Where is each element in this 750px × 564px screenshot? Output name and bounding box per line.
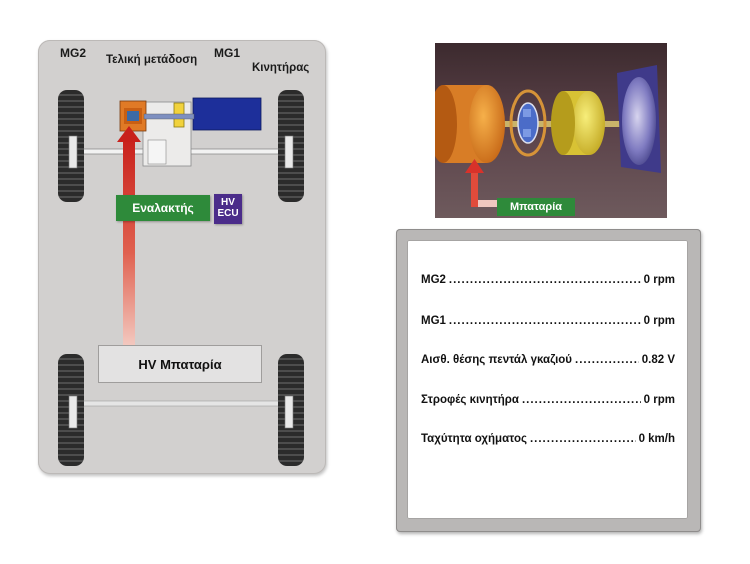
- engine-block: [192, 97, 262, 131]
- leader-dots: [530, 433, 636, 445]
- readout-label: Ταχύτητα οχήματος: [421, 433, 527, 445]
- readout-label: MG2: [421, 274, 446, 286]
- readout-row-mg1: MG1 0 rpm: [421, 315, 675, 331]
- power-flow-arrow-shaft: [123, 138, 135, 346]
- leader-dots: [449, 274, 641, 286]
- hv-ecu-box: HV ECU: [214, 194, 242, 224]
- rear-axle: [65, 400, 299, 407]
- readout-list: MG2 0 rpm MG1 0 rpm Αισθ. θέσης πεντάλ γ…: [407, 240, 688, 519]
- readout-value: 0.82 V: [641, 354, 675, 366]
- power-flow-arrow-head: [117, 126, 141, 142]
- leader-dots: [575, 354, 639, 366]
- readout-row-mg2: MG2 0 rpm: [421, 274, 675, 290]
- readout-value: 0 rpm: [643, 274, 675, 286]
- engine-label: Κινητήρας: [252, 62, 310, 74]
- readout-value: 0 rpm: [643, 315, 675, 327]
- wheel-front-left: [58, 90, 84, 202]
- mg2-label: MG2: [60, 46, 87, 60]
- wheel-rear-left: [58, 354, 84, 466]
- battery-label: Μπαταρία: [497, 198, 575, 216]
- battery-arrow-shaft: [471, 169, 478, 207]
- readout-row-vehicle-speed: Ταχύτητα οχήματος 0 km/h: [421, 433, 675, 449]
- battery-arrow-head: [465, 159, 484, 173]
- readout-panel: MG2 0 rpm MG1 0 rpm Αισθ. θέσης πεντάλ γ…: [396, 229, 701, 532]
- readout-label: MG1: [421, 315, 446, 327]
- hv-battery-box: HV Μπαταρία: [98, 345, 262, 383]
- motor-generator-image: Μπαταρία: [435, 43, 667, 218]
- readout-value: 0 km/h: [638, 433, 675, 445]
- final-drive-label: Τελική μετάδοση: [106, 54, 198, 66]
- chassis-diagram-panel: MG2 Τελική μετάδοση MG1 Κινητήρας Εναλακ…: [38, 40, 326, 474]
- leader-dots: [522, 394, 641, 406]
- wheel-rear-right: [278, 354, 304, 466]
- readout-label: Στροφές κινητήρα: [421, 394, 519, 406]
- readout-row-engine-speed: Στροφές κινητήρα 0 rpm: [421, 394, 675, 410]
- mg1-label: MG1: [214, 46, 241, 60]
- differential: [147, 139, 167, 165]
- ecu-label-line1: HV: [221, 197, 235, 208]
- chassis-drawing: [58, 90, 304, 466]
- wheel-front-right: [278, 90, 304, 202]
- inverter-box: Εναλακτής: [116, 195, 210, 221]
- planetary-gear: [509, 89, 547, 157]
- ecu-label-line2: ECU: [217, 208, 239, 219]
- readout-value: 0 rpm: [643, 394, 675, 406]
- leader-dots: [449, 315, 641, 327]
- readout-label: Αισθ. θέσης πεντάλ γκαζιού: [421, 354, 573, 366]
- readout-row-accelerator-sensor: Αισθ. θέσης πεντάλ γκαζιού 0.82 V: [421, 354, 675, 370]
